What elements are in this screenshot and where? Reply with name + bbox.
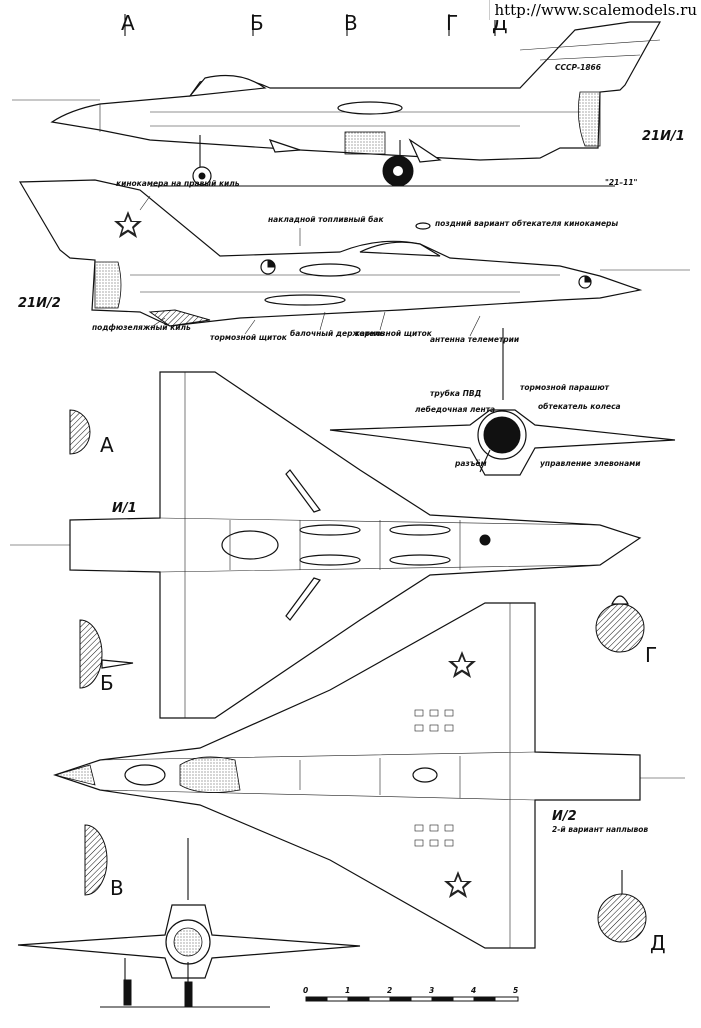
callout-tank: накладной топливный бак <box>268 215 384 224</box>
callout-antenna: антенна телеметрии <box>430 335 520 344</box>
access-panels-lower <box>414 824 454 847</box>
access-panels-upper <box>414 709 454 732</box>
callout-pitot: трубка ПВД <box>430 389 482 398</box>
scale-tick-4: 4 <box>471 986 476 995</box>
side-view-21i2: 21И/2 кинокамера на правый киль накладно… <box>18 179 690 344</box>
section-label-v: В <box>110 876 124 900</box>
tail-code: СССР-1866 <box>555 63 601 72</box>
plan-view-i2: И/2 2-й вариант наплывов <box>53 602 685 949</box>
callout-chute: тормозной парашют <box>520 383 610 392</box>
label-designation: "21–11" <box>605 178 638 187</box>
section-marker-g: Г <box>446 11 458 35</box>
callout-wheel-fairing: обтекатель колеса <box>538 402 621 411</box>
section-label-d: Д <box>650 931 666 955</box>
callout-elevon: управление элевонами <box>540 459 641 468</box>
section-a: А <box>69 409 114 457</box>
scale-tick-2: 2 <box>387 986 392 995</box>
callout-winch-tape: лебедочная лента <box>415 405 495 414</box>
scale-tick-3: 3 <box>429 986 434 995</box>
callout-camera: кинокамера на правый киль <box>116 179 240 188</box>
section-d: Д <box>597 870 666 955</box>
section-label-g: Г <box>645 643 657 667</box>
section-v: В <box>84 824 124 900</box>
front-view-top: трубка ПВД тормозной парашют обтекатель … <box>329 328 676 476</box>
section-label-b: Б <box>100 671 114 695</box>
side-view-21i1: СССР-1866 21И/1 "21–11" <box>12 21 685 187</box>
callout-brake-flap-2: тормозной щиток <box>355 329 433 338</box>
watermark-link[interactable]: http://www.scalemodels.ru <box>489 0 701 20</box>
scale-tick-1: 1 <box>345 986 350 995</box>
section-markers: А Б В Г Д <box>121 11 508 36</box>
plan-view-i1: И/1 <box>10 371 642 719</box>
callout-connector: разъём <box>454 459 487 468</box>
label-i2-note: 2-й вариант наплывов <box>552 825 648 834</box>
callout-brake-flap-1: тормозной щиток <box>210 333 288 342</box>
callout-camera-fairing: поздний вариант обтекателя кинокамеры <box>435 219 618 228</box>
section-b: Б <box>79 619 134 695</box>
section-g: Г <box>595 595 657 667</box>
section-label-a: А <box>100 433 114 457</box>
scale-bar: 0 1 2 3 4 5 <box>303 986 519 1002</box>
scale-tick-0: 0 <box>303 986 308 995</box>
section-marker-a: А <box>121 11 135 35</box>
label-21i1: 21И/1 <box>642 129 685 144</box>
scale-tick-5: 5 <box>513 986 518 995</box>
callout-ventral-fin: подфюзеляжный киль <box>92 323 191 332</box>
label-21i2: 21И/2 <box>18 296 61 311</box>
callout-pylon: балочный держатель <box>290 329 385 338</box>
section-marker-b: Б <box>250 11 264 35</box>
label-i1: И/1 <box>112 501 137 516</box>
label-i2: И/2 <box>552 809 577 824</box>
section-marker-v: В <box>344 11 358 35</box>
front-view-bottom <box>17 838 361 1008</box>
